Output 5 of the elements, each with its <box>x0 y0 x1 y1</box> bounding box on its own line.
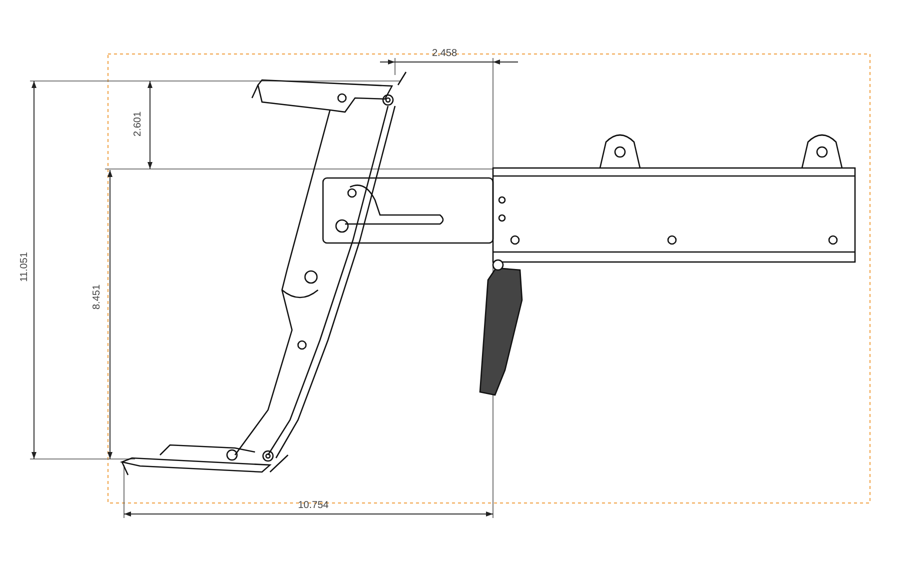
dimension-value: 10.754 <box>298 501 329 511</box>
dimension-value: 2.458 <box>432 49 458 59</box>
dimension-value: 11.051 <box>20 252 30 282</box>
dimension-value: 2.601 <box>134 111 144 137</box>
dimension-value: 8.451 <box>92 284 103 310</box>
